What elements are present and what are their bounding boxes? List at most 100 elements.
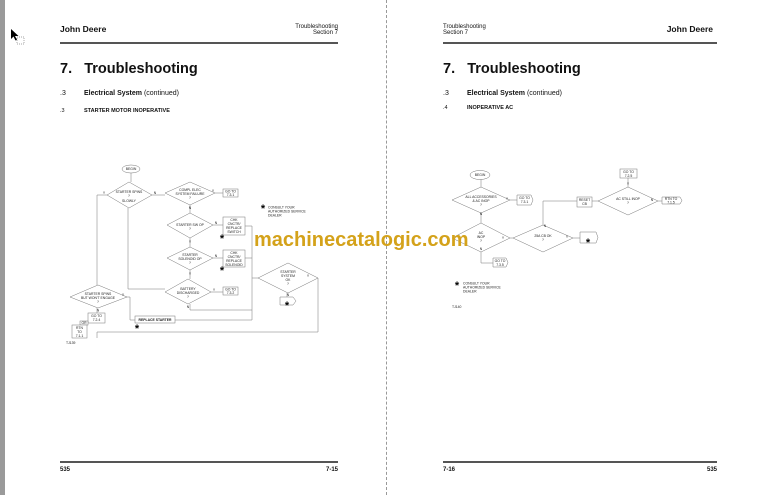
flow-label: 7.2.4 <box>93 318 101 322</box>
flow-label: AC STILL INOP <box>616 197 641 201</box>
cursor-icon <box>11 29 25 45</box>
flow-label: ? <box>480 203 482 207</box>
flow-label: DEALER <box>463 290 477 294</box>
flow-label: 7.3.5 <box>496 263 504 267</box>
watermark: machinecatalogic.com <box>254 229 469 251</box>
flow-label: ? <box>189 227 191 231</box>
flow-label: GO TO <box>623 170 634 174</box>
decision-starter-system-ok <box>257 262 319 294</box>
flow-label: REPLACE STARTER <box>139 318 172 322</box>
flow-label: 7.1.5 <box>667 201 675 205</box>
flow-label: CHK <box>230 218 238 222</box>
chapter-title: 7. Troubleshooting <box>60 61 198 77</box>
figure-id: TJ140 <box>452 305 462 309</box>
flow-label: Y <box>502 236 505 240</box>
flow-label: Y <box>189 272 192 276</box>
flow-label: Y <box>212 189 215 193</box>
flow-label: TO <box>77 330 82 334</box>
flow-label: AUTHORIZED SERVICE <box>268 210 307 214</box>
flow-label: AUTHORIZED SERVICE <box>463 286 502 290</box>
flow-label: N <box>480 247 483 251</box>
brand-name: John Deere <box>60 24 107 34</box>
decision-spins-wont-engage <box>69 284 128 309</box>
flow-label: STARTER <box>182 253 198 257</box>
flow-label: N <box>287 293 290 297</box>
footer-rule <box>443 461 717 463</box>
header-line: Section 7 <box>443 30 469 36</box>
flow-label: RTN TO <box>665 197 678 201</box>
page-number: 7-15 <box>325 467 338 473</box>
ac-flowchart: BEGIN ALL ACCESSORIES& AC INOP? YN GO TO… <box>451 168 683 309</box>
goto-box <box>492 257 509 268</box>
flow-label: AC <box>479 231 484 235</box>
brand-name: John Deere <box>666 24 713 34</box>
goto-box <box>619 168 638 179</box>
flow-label: STARTER SPINS <box>116 190 143 194</box>
flow-label: SWITCH <box>227 230 241 234</box>
flow-label: 7.3.2 <box>227 291 235 295</box>
star-icon: * <box>586 237 591 249</box>
header-line: Troubleshooting <box>443 24 486 30</box>
decision-battery-discharged <box>164 278 212 305</box>
begin-terminal <box>121 164 141 174</box>
flow-label: DEALER <box>268 214 282 218</box>
goto-box <box>222 286 239 296</box>
page-divider <box>386 0 387 495</box>
decision-solenoid-op <box>166 246 214 271</box>
star-icon: * <box>285 300 290 312</box>
reset-cb-box <box>576 196 593 208</box>
flow-label: GO TO <box>495 259 506 263</box>
footer-model: 535 <box>60 467 71 473</box>
flow-label: CHK <box>230 251 238 255</box>
header-section: Troubleshooting Section 7 <box>443 24 486 36</box>
header-line: Section 7 <box>312 30 338 36</box>
goto-box <box>87 312 106 324</box>
flow-label: SLOWLY <box>122 199 137 203</box>
flow-label: SYSTEM <box>281 274 295 278</box>
flow-label: COMPL ELEC <box>179 188 201 192</box>
flow-label: N <box>651 198 654 202</box>
flow-label: GO TO <box>91 314 102 318</box>
flow-label: SYSTEM FAILURE <box>175 192 205 196</box>
star-icon: * <box>455 280 460 292</box>
flow-label: 7.1.1 <box>76 334 84 338</box>
flow-label: 7.3.1 <box>521 200 529 204</box>
flow-label: Y <box>103 191 106 195</box>
flow-label: N <box>154 191 157 195</box>
flow-label: RESET <box>579 198 590 202</box>
flow-label: CONSULT YOUR <box>463 282 490 286</box>
decision-starter-sw-op <box>166 212 214 239</box>
star-icon: * <box>135 323 140 335</box>
header-rule <box>443 42 717 44</box>
flow-label: Y <box>189 240 192 244</box>
decision-all-accessories-inop <box>451 186 511 214</box>
flow-label: ? <box>542 238 544 242</box>
replace-solenoid-box <box>222 249 246 268</box>
rtn-box <box>71 324 88 339</box>
flow-label: & AC INOP <box>473 199 491 203</box>
goto-box <box>516 194 534 206</box>
figure-id: TJ139 <box>66 341 76 345</box>
replace-starter-box <box>134 315 176 324</box>
flow-label: GO TO <box>519 196 530 200</box>
rtn-box <box>661 196 683 205</box>
flow-label: SOLENOID OP <box>178 257 202 261</box>
flow-label: ? <box>189 196 191 200</box>
flow-label: 25A CB OK <box>534 234 552 238</box>
flow-label: REPLACE <box>226 226 243 230</box>
flow-label: RTN <box>76 326 83 330</box>
flow-label: BUT WON'T ENGAGE <box>81 296 116 300</box>
flow-label: Y <box>566 235 569 239</box>
flow-label: OK <box>286 278 292 282</box>
flow-label: ? <box>480 239 482 243</box>
flow-label: OR <box>81 321 87 325</box>
decision-starter-spins-slowly <box>106 181 153 209</box>
flow-label: Y <box>213 288 216 292</box>
decision-ac-still-inop <box>597 186 659 216</box>
flow-label: CB <box>582 202 587 206</box>
flow-label: ? <box>189 261 191 265</box>
